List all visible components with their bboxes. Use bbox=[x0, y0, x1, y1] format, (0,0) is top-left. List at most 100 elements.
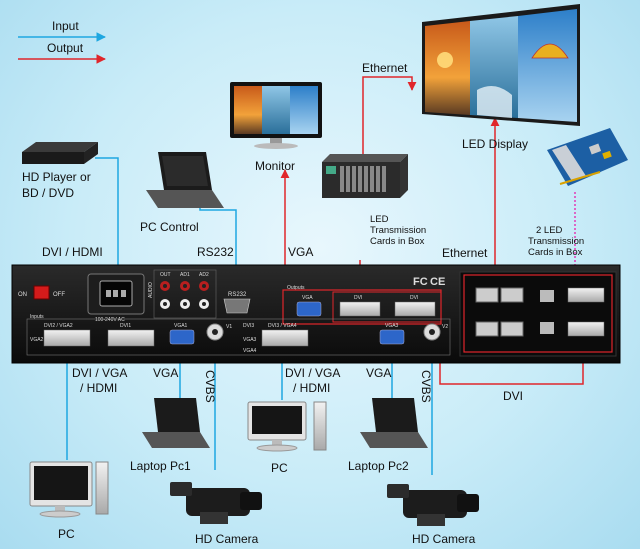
pc-control-display bbox=[162, 156, 208, 186]
laptop-pc1-base bbox=[142, 432, 210, 448]
card-section bbox=[459, 271, 617, 357]
panel-vga3-side-label: VGA3 bbox=[243, 337, 257, 343]
ce-mark: CE bbox=[430, 276, 445, 288]
led-display-panel-3 bbox=[518, 9, 577, 122]
led-card bbox=[547, 128, 628, 186]
camera-left-body bbox=[186, 488, 250, 516]
player-side bbox=[84, 142, 98, 164]
panel-dvi3-vga4-label: DVI3 / VGA4 bbox=[268, 323, 297, 329]
legend-input-label: Input bbox=[52, 19, 79, 33]
video-processor-panel: ON OFF 100-240V AC AUDIO OUT AD1 AD2 RS2… bbox=[11, 264, 621, 364]
vga-mid-label: VGA bbox=[366, 366, 391, 380]
power-switch[interactable] bbox=[33, 285, 50, 300]
panel-vga2-side-label: VGA2 bbox=[30, 337, 44, 343]
card-chip-1 bbox=[588, 143, 602, 155]
panel-dvi2-vga2-label: DVI2 / VGA2 bbox=[44, 323, 73, 329]
card-ports bbox=[475, 287, 605, 337]
card-section-box bbox=[463, 274, 613, 353]
pc-center-stand bbox=[256, 444, 298, 452]
laptop-pc2-screen bbox=[372, 398, 418, 432]
audio-jacks bbox=[160, 281, 209, 309]
camera-left-handle bbox=[170, 482, 192, 496]
panel-dvi3-side-label: DVI3 bbox=[243, 323, 254, 329]
dvi-vga-hdmi-mid-2: / HDMI bbox=[293, 381, 330, 395]
camera-left-grip bbox=[200, 512, 228, 524]
dvi1-port bbox=[107, 329, 155, 347]
legend: Input Output bbox=[18, 19, 106, 64]
camera-right-handle bbox=[387, 484, 409, 498]
pc-left-stand bbox=[39, 510, 81, 518]
legend-output-label: Output bbox=[47, 41, 84, 55]
box-side bbox=[400, 154, 408, 198]
monitor-screen-2 bbox=[262, 86, 290, 134]
led-display-label: LED Display bbox=[462, 137, 528, 151]
hd-camera-left: HD Camera bbox=[170, 482, 262, 546]
audio-ad1-label: AD1 bbox=[180, 272, 190, 278]
pc-center: PC bbox=[247, 401, 327, 475]
monitor: Monitor bbox=[230, 82, 322, 173]
monitor-screen-3 bbox=[290, 86, 318, 134]
card-gold-fingers bbox=[559, 171, 601, 185]
pc-left-screen bbox=[34, 466, 88, 500]
monitor-stand bbox=[254, 143, 298, 149]
cvbs-left-label: CVBS bbox=[203, 370, 217, 403]
panel-rs232-label: RS232 bbox=[228, 292, 247, 298]
hd-player: HD Player or BD / DVD bbox=[22, 142, 98, 200]
dvi3-vga4-port bbox=[261, 329, 309, 347]
panel-inputs-label: Inputs bbox=[30, 314, 44, 320]
rs232-port bbox=[223, 298, 251, 314]
dvi-out-port-1 bbox=[339, 301, 381, 317]
vga3-port bbox=[379, 329, 405, 345]
card-chip-2 bbox=[602, 150, 612, 160]
led-cards-a-line1: LED bbox=[370, 214, 389, 225]
ethernet-mid-label: Ethernet bbox=[442, 246, 488, 260]
box-top bbox=[322, 154, 408, 162]
dvi-out-port-2 bbox=[394, 301, 436, 317]
pc-left-label: PC bbox=[58, 527, 75, 541]
panel-outputs-label: Outputs bbox=[287, 285, 305, 291]
led-cards-a-line2: Transmission bbox=[370, 225, 426, 236]
dvi-outputs-box bbox=[332, 291, 442, 323]
camera-left-lens bbox=[240, 492, 262, 510]
laptop-pc2-base bbox=[360, 432, 428, 448]
player-top bbox=[22, 142, 98, 152]
dvi-vga-hdmi-mid-1: DVI / VGA bbox=[285, 366, 340, 380]
laptop-pc2-label: Laptop Pc2 bbox=[348, 459, 409, 473]
panel-out-vga-label: VGA bbox=[302, 295, 313, 301]
pc-control-laptop: PC Control bbox=[140, 152, 224, 234]
panel-off-label: OFF bbox=[53, 292, 65, 298]
laptop-pc1-label: Laptop Pc1 bbox=[130, 459, 191, 473]
inputs-box bbox=[26, 318, 451, 356]
panel-out-dvi2-label: DVI bbox=[410, 295, 418, 301]
camera-right-grip bbox=[417, 514, 445, 526]
panel-vga1-label: VGA1 bbox=[174, 323, 188, 329]
pc-center-label: PC bbox=[271, 461, 288, 475]
sun-shape bbox=[437, 52, 453, 68]
led-cards-box-b-label: 2 LED Transmission Cards in Box bbox=[528, 225, 584, 258]
box-indicator bbox=[326, 166, 336, 174]
cvbs-right-label: CVBS bbox=[419, 370, 433, 403]
led-cards-b-line1: 2 LED bbox=[536, 225, 563, 236]
panel-ac-label: 100-240V AC bbox=[95, 317, 125, 323]
panel-vga3-label: VGA3 bbox=[385, 323, 399, 329]
audio-out-label: OUT bbox=[160, 272, 171, 278]
card-bracket bbox=[552, 145, 586, 181]
rs232-label: RS232 bbox=[197, 245, 234, 259]
dvi-hdmi-label: DVI / HDMI bbox=[42, 245, 103, 259]
wave-shape bbox=[477, 86, 512, 118]
hd-camera-right: HD Camera bbox=[387, 484, 479, 546]
laptop-pc1: Laptop Pc1 bbox=[130, 398, 210, 473]
transmission-box bbox=[322, 154, 408, 198]
player-front bbox=[22, 152, 84, 164]
vga-top-label: VGA bbox=[288, 245, 313, 259]
laptop-pc1-screen bbox=[154, 398, 200, 432]
dvi-right-label: DVI bbox=[503, 389, 523, 403]
led-cards-b-line3: Cards in Box bbox=[528, 247, 583, 258]
pc-center-screen bbox=[252, 406, 302, 434]
led-display-panel-1 bbox=[425, 21, 470, 115]
ethernet-top-label: Ethernet bbox=[362, 61, 408, 75]
dvi-vga-hdmi-left-2: / HDMI bbox=[80, 381, 117, 395]
camera-right-lens bbox=[457, 494, 479, 512]
